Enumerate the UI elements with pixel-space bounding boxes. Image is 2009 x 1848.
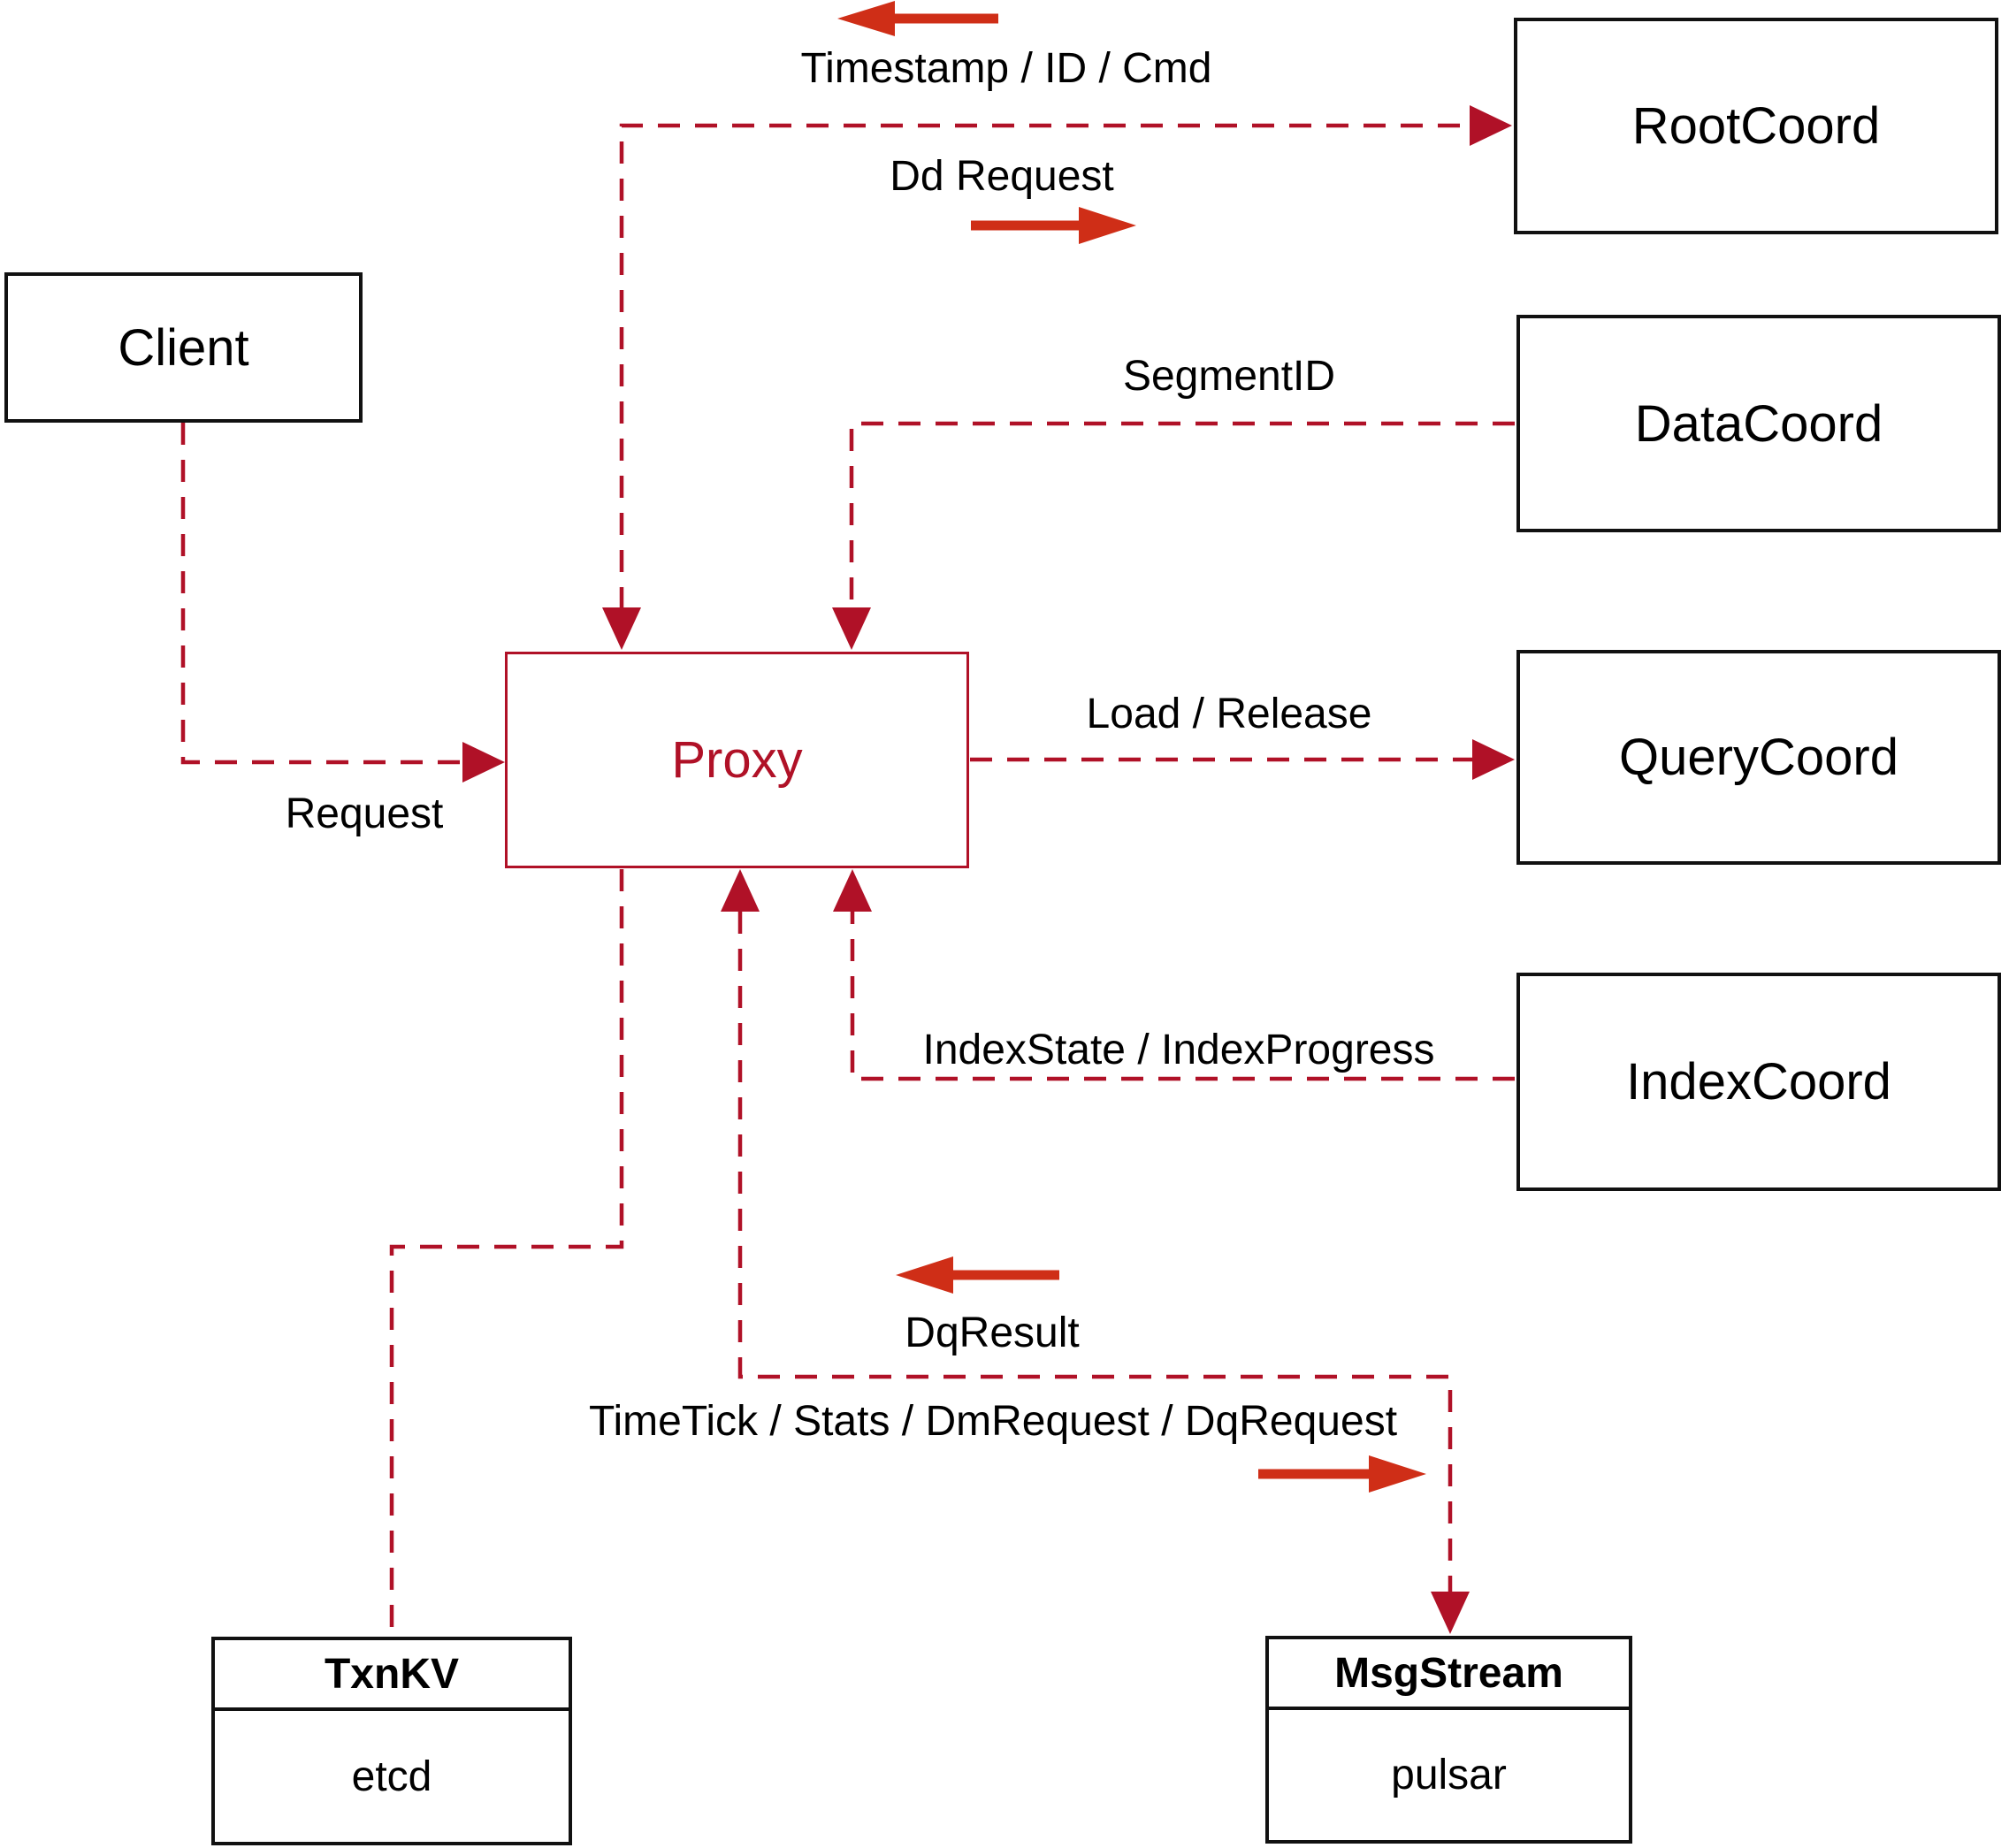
edge-proxy-top-left-arrowhead [602, 607, 641, 650]
edge-client-proxy-line [180, 423, 462, 765]
edge-rootcoord-arrowhead [1470, 105, 1512, 146]
msgstream-node-title: MsgStream [1269, 1639, 1629, 1710]
datacoord-node-label: DataCoord [1634, 394, 1883, 453]
proxy-node: Proxy [505, 652, 969, 868]
edge-client-proxy-arrowhead [462, 742, 505, 783]
datacoord-node: DataCoord [1516, 315, 2001, 532]
edge-label-index-state-progress: IndexState / IndexProgress [922, 1027, 1435, 1073]
edge-label-load-release: Load / Release [1086, 691, 1372, 737]
querycoord-node: QueryCoord [1516, 650, 2001, 865]
indexcoord-node: IndexCoord [1516, 973, 2001, 1191]
txnkv-node: TxnKV etcd [211, 1637, 572, 1845]
edge-label-request: Request [285, 790, 444, 837]
edge-querycoord-arrowhead [1472, 739, 1515, 780]
edge-msgstream-arrowhead [1431, 1592, 1470, 1634]
msgstream-node-impl: pulsar [1391, 1752, 1507, 1798]
edge-proxy-msgstream-line [737, 912, 1453, 1592]
edge-proxy-top-right-arrowhead [832, 607, 871, 650]
msgstream-node: MsgStream pulsar [1265, 1636, 1632, 1844]
indexcoord-node-label: IndexCoord [1626, 1053, 1891, 1111]
edge-label-segment-id: SegmentID [1122, 353, 1336, 400]
querycoord-node-label: QueryCoord [1619, 729, 1898, 786]
edge-proxy-bottom-left-arrowhead [721, 869, 760, 912]
dq-result-direction-left-arrow [896, 1256, 1059, 1294]
dd-request-direction-right-arrow [971, 207, 1136, 244]
edge-label-timetick-stats: TimeTick / Stats / DmRequest / DqRequest [588, 1398, 1398, 1445]
timetick-direction-right-arrow [1258, 1455, 1426, 1493]
edge-label-dd-request: Dd Request [890, 153, 1114, 200]
edge-label-dq-result: DqResult [905, 1310, 1080, 1356]
edge-proxy-bottom-right-arrowhead [833, 869, 872, 912]
edge-proxy-rootcoord-line [619, 123, 1470, 609]
proxy-node-label: Proxy [671, 731, 803, 789]
edge-proxy-txnkv-line [389, 869, 624, 1635]
txnkv-node-title: TxnKV [215, 1640, 569, 1711]
txnkv-node-impl: etcd [351, 1753, 432, 1800]
client-node-label: Client [118, 318, 249, 377]
client-node: Client [4, 272, 363, 423]
timestamp-direction-left-arrow [837, 1, 998, 36]
rootcoord-node: RootCoord [1514, 18, 1998, 234]
edge-datacoord-proxy-line [849, 421, 1515, 607]
edge-label-timestamp-id-cmd: Timestamp / ID / Cmd [800, 45, 1212, 92]
rootcoord-node-label: RootCoord [1631, 97, 1881, 155]
